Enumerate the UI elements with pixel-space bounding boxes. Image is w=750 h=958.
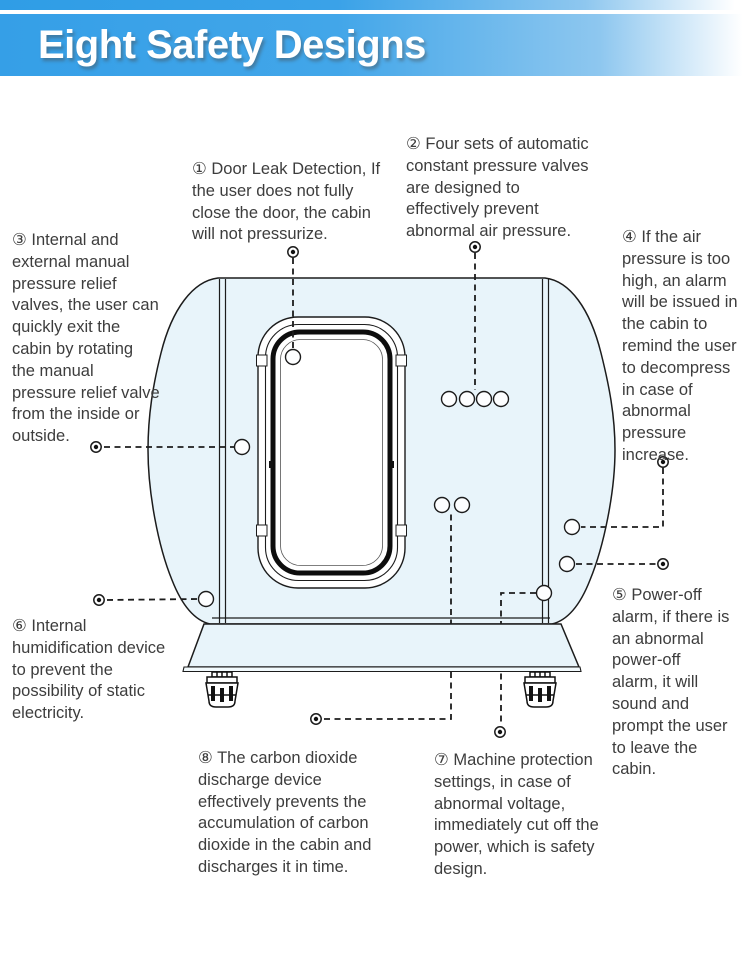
header-bar xyxy=(0,14,750,76)
leader-line-7 xyxy=(500,592,536,724)
callout-4-high-pressure-alarm: ④ If the air pressure is too high, an al… xyxy=(622,228,738,464)
callout-8-co2-discharge: ⑧ The carbon dioxide discharge device ef… xyxy=(198,749,372,876)
constant-pressure-valves-icon xyxy=(440,390,510,408)
co2-discharge-ports-icon xyxy=(433,496,471,514)
pedestal-base xyxy=(182,623,582,673)
callout-7-machine-protection: ⑦ Machine protection settings, in case o… xyxy=(434,751,599,878)
leader-line-6 xyxy=(106,598,199,601)
caster-right-icon xyxy=(523,671,557,708)
header-top-stripe xyxy=(0,0,750,10)
caster-left-icon xyxy=(205,671,239,708)
bullseye-8-icon xyxy=(310,713,322,725)
page-title: Eight Safety Designs xyxy=(38,23,426,67)
alarm-point-icon xyxy=(563,518,581,536)
bullseye-1-icon xyxy=(287,246,299,258)
callout-3-relief-valves: ③ Internal and external manual pressure … xyxy=(12,231,160,446)
bullseye-2-icon xyxy=(469,241,481,253)
cabin-door xyxy=(256,316,407,589)
bullseye-3-icon xyxy=(90,441,102,453)
bullseye-7-icon xyxy=(494,726,506,738)
bullseye-anchors xyxy=(90,241,669,738)
callout-6-humidification: ⑥ Internal humidification device to prev… xyxy=(12,617,166,723)
pressure-relief-point-icon xyxy=(233,438,251,456)
leader-line-8 xyxy=(324,514,452,720)
callout-5-power-off-alarm: ⑤ Power-off alarm, if there is an abnorm… xyxy=(612,586,730,779)
bullseye-5-icon xyxy=(657,558,669,570)
bullseye-6-icon xyxy=(93,594,105,606)
door-hinge-ticks xyxy=(256,354,407,537)
callout-1-door-leak: ① Door Leak Detection, If the user does … xyxy=(192,160,381,244)
seam-left xyxy=(218,279,227,623)
poweroff-point-icon xyxy=(558,555,576,573)
door-latch-dots xyxy=(269,461,394,468)
door-leak-point-icon xyxy=(284,348,302,366)
humidifier-point-icon xyxy=(197,590,215,608)
protection-point-icon xyxy=(535,584,553,602)
callout-2-pressure-valves: ② Four sets of automatic constant pressu… xyxy=(406,135,589,241)
seam-right xyxy=(541,279,550,623)
bullseye-4-icon xyxy=(657,456,669,468)
